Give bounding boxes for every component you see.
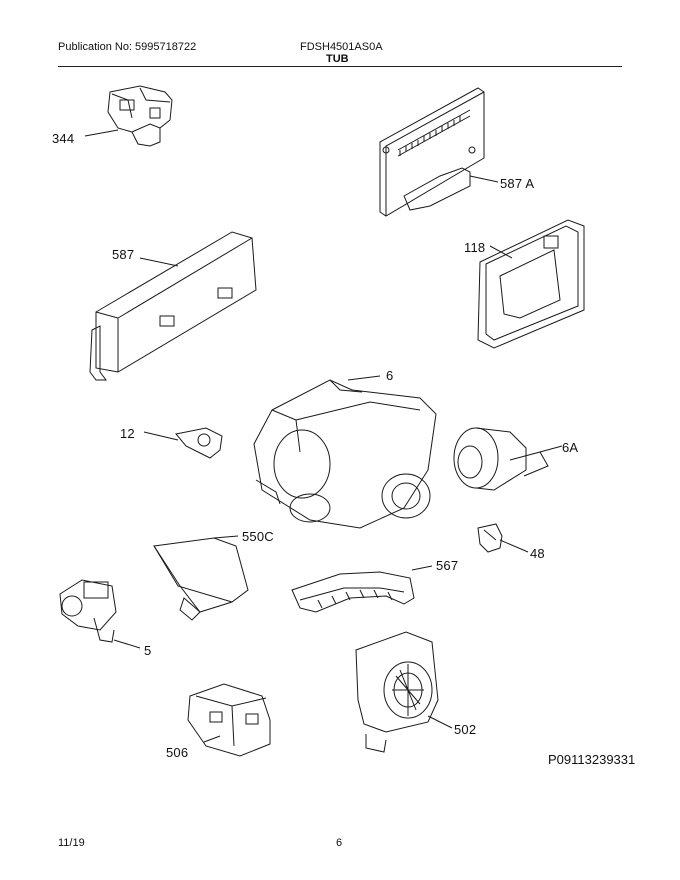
callout-12: 12 — [120, 426, 135, 441]
part-567-illustration — [292, 566, 432, 612]
section-title: TUB — [326, 53, 349, 65]
callout-567: 567 — [436, 558, 459, 573]
part-118-illustration — [478, 220, 584, 348]
part-6a-illustration — [454, 428, 562, 490]
callout-587: 587 — [112, 247, 135, 262]
part-550c-illustration — [154, 536, 248, 620]
callout-587a: 587 A — [500, 176, 535, 191]
page-number: 6 — [336, 837, 343, 849]
callout-506: 506 — [166, 745, 189, 760]
header-divider — [58, 66, 622, 67]
callout-118: 118 — [464, 240, 486, 255]
part-587a-illustration — [380, 88, 498, 216]
part-344-illustration — [85, 86, 172, 146]
callout-502: 502 — [454, 722, 477, 737]
part-12-illustration — [144, 428, 222, 458]
callout-48: 48 — [530, 546, 545, 561]
part-587-illustration — [90, 232, 256, 380]
callout-550c: 550C — [242, 529, 274, 544]
footer-date: 11/19 — [58, 837, 85, 849]
part-502-illustration — [356, 632, 452, 752]
diagram-id: P09113239331 — [548, 752, 636, 767]
callout-6: 6 — [386, 368, 394, 383]
part-48-illustration — [478, 524, 528, 552]
callout-344: 344 — [52, 131, 75, 146]
part-506-illustration — [188, 684, 270, 756]
publication-number: Publication No: 5995718722 — [58, 41, 197, 53]
callout-6a: 6A — [562, 440, 579, 455]
model-number: FDSH4501AS0A — [300, 41, 383, 53]
callout-5: 5 — [144, 643, 152, 658]
part-6-illustration — [254, 376, 436, 528]
part-5-illustration — [60, 580, 140, 648]
